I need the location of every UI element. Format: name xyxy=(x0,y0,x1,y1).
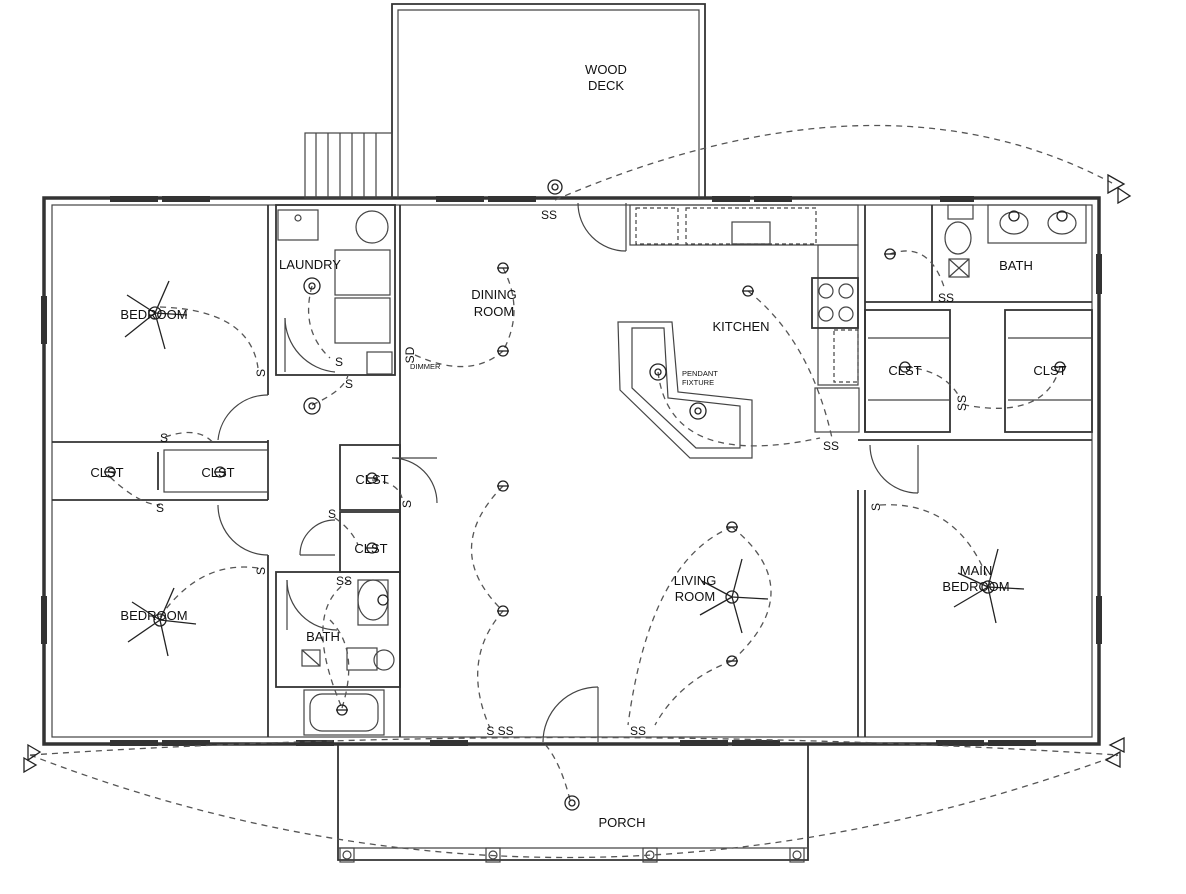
switch-label: SS xyxy=(823,439,839,453)
building-walls xyxy=(42,3,1101,863)
ceiling-light xyxy=(214,466,226,478)
ceiling-light xyxy=(899,361,911,373)
room-label-porch: PORCH xyxy=(599,815,646,830)
vanity-light xyxy=(1056,210,1068,222)
smoke-detector-label: SD xyxy=(403,346,417,363)
room-label-bath: BATH xyxy=(999,258,1033,273)
ceiling-light xyxy=(726,655,738,667)
ceiling-light xyxy=(1054,361,1066,373)
switch-label: SS xyxy=(938,291,954,305)
switch-label: SS xyxy=(630,724,646,738)
room-label-living: LIVING xyxy=(674,573,717,588)
room-label-main-bedroom: BEDROOM xyxy=(942,579,1009,594)
ceiling-fan xyxy=(124,280,188,350)
room-label-wood-deck: DECK xyxy=(588,78,624,93)
ceiling-light xyxy=(497,480,509,492)
pendant-fixture-note: PENDANT xyxy=(682,369,718,378)
room-label-living: ROOM xyxy=(675,589,715,604)
room-label-dining: DINING xyxy=(471,287,517,302)
ceiling-light xyxy=(726,521,738,533)
room-label-bedroom: BEDROOM xyxy=(120,307,187,322)
switch-label: S xyxy=(328,507,336,521)
flood-light xyxy=(1107,173,1132,205)
flood-light xyxy=(1104,736,1125,769)
room-label-closet: CLST xyxy=(354,541,387,556)
switch-labels: SS S S S S S S S S SS S SS SS SS SS SS S xyxy=(156,208,969,738)
ceiling-light xyxy=(303,277,321,295)
room-label-bedroom: BEDROOM xyxy=(120,608,187,623)
room-label-closet: CLST xyxy=(1033,363,1066,378)
switch-label: S xyxy=(345,377,353,391)
switch-label: SS xyxy=(336,574,352,588)
ceiling-light xyxy=(104,466,116,478)
ceiling-light xyxy=(336,704,348,716)
porch-light xyxy=(564,795,580,811)
room-label-wood-deck: WOOD xyxy=(585,62,627,77)
ceiling-fan xyxy=(699,558,769,634)
room-label-closet: CLST xyxy=(201,465,234,480)
ceiling-fan xyxy=(127,587,197,657)
pendant-light xyxy=(649,363,667,381)
dimmer-note: DIMMER xyxy=(410,362,441,371)
ceiling-light xyxy=(303,397,321,415)
ceiling-light xyxy=(497,262,509,274)
pendant-fixture-note: FIXTURE xyxy=(682,378,714,387)
switch-label: S xyxy=(400,500,414,508)
ceiling-light xyxy=(366,472,378,484)
pendant-light xyxy=(689,402,707,420)
ceiling-fan xyxy=(953,548,1025,624)
switch-label: S xyxy=(254,369,268,377)
vanity-light xyxy=(1008,210,1020,222)
ceiling-light xyxy=(377,594,389,606)
ceiling-light xyxy=(366,542,378,554)
switch-label: SS xyxy=(955,395,969,411)
switch-label: S xyxy=(160,431,168,445)
room-label-closet: CLST xyxy=(355,472,388,487)
room-label-main-bedroom: MAIN xyxy=(960,563,993,578)
switch-label: S xyxy=(335,355,343,369)
exterior-light xyxy=(547,179,563,195)
windows xyxy=(41,196,1102,746)
room-label-closet: CLST xyxy=(888,363,921,378)
room-label-dining: ROOM xyxy=(474,304,514,319)
switch-label: S xyxy=(156,501,164,515)
switch-label: SS xyxy=(541,208,557,222)
ceiling-fans xyxy=(124,280,1025,657)
room-label-bath: BATH xyxy=(306,629,340,644)
room-label-kitchen: KITCHEN xyxy=(712,319,769,334)
ceiling-light xyxy=(742,285,754,297)
room-label-laundry: LAUNDRY xyxy=(279,257,341,272)
switch-label: S SS xyxy=(486,724,513,738)
ceiling-light xyxy=(497,605,509,617)
switch-label: S xyxy=(869,503,883,511)
ceiling-light xyxy=(884,248,896,260)
room-label-closet: CLST xyxy=(90,465,123,480)
light-fixtures xyxy=(23,173,1132,811)
wiring-runs xyxy=(29,124,1119,859)
switch-label: S xyxy=(254,567,268,575)
flood-light xyxy=(23,743,42,774)
room-labels: WOOD DECK LAUNDRY DINING ROOM KITCHEN BA… xyxy=(90,62,1066,830)
ceiling-light xyxy=(497,345,509,357)
